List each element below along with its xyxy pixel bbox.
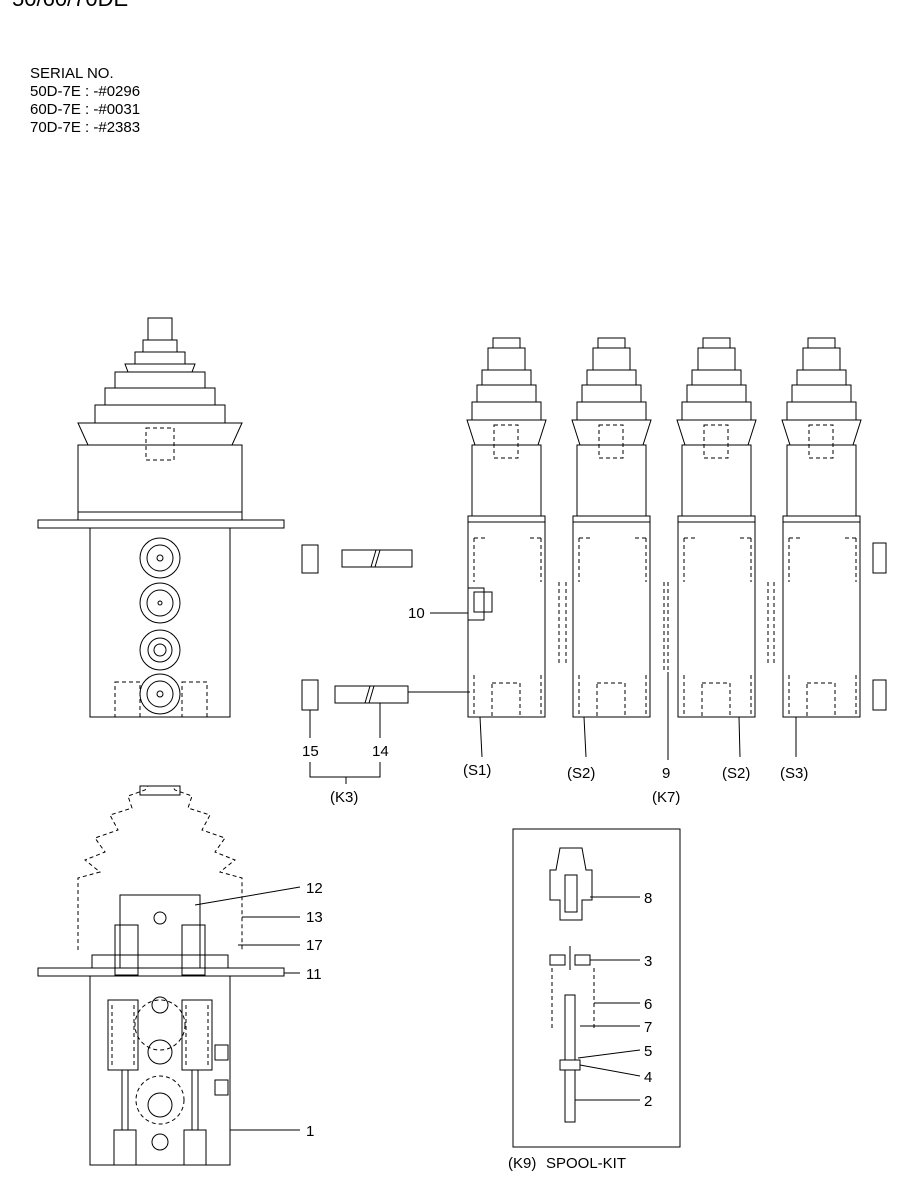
callout-1: 1 xyxy=(306,1123,314,1140)
valve-sections xyxy=(466,337,862,718)
section-s2b-view xyxy=(676,337,757,718)
label-k3: (K3) xyxy=(330,789,358,806)
valve-cross-section xyxy=(37,785,301,1166)
serial-block: SERIAL NO. 50D-7E : -#0296 60D-7E : -#00… xyxy=(30,65,140,137)
serial-title: SERIAL NO. xyxy=(30,65,114,82)
callout-9: 9 xyxy=(662,765,670,782)
callout-4: 4 xyxy=(644,1069,652,1086)
section-s2-view xyxy=(571,337,652,718)
section-s3-view xyxy=(781,337,862,718)
callout-3: 3 xyxy=(644,953,652,970)
kit-k3-parts xyxy=(301,544,470,784)
serial-line-60d: 60D-7E : -#0031 xyxy=(30,101,141,118)
callout-12: 12 xyxy=(306,880,323,897)
valve-front-view xyxy=(37,317,285,718)
callout-6: 6 xyxy=(644,996,652,1013)
callout-13: 13 xyxy=(306,909,323,926)
section-s1-view xyxy=(466,337,547,718)
callout-8: 8 xyxy=(644,890,652,907)
callout-11: 11 xyxy=(306,966,322,983)
label-s1: (S1) xyxy=(463,762,491,779)
model-title: 50/60/70DE xyxy=(12,0,128,12)
callout-10: 10 xyxy=(408,605,425,622)
label-spool-kit: SPOOL-KIT xyxy=(546,1155,626,1172)
section-details xyxy=(430,542,887,760)
label-s3: (S3) xyxy=(780,765,808,782)
label-k9: (K9) xyxy=(508,1155,536,1172)
callout-2: 2 xyxy=(644,1093,652,1110)
serial-line-50d: 50D-7E : -#0296 xyxy=(30,83,141,100)
serial-line-70d: 70D-7E : -#2383 xyxy=(30,119,141,136)
callout-5: 5 xyxy=(644,1043,652,1060)
callout-7: 7 xyxy=(644,1019,652,1036)
label-s2-first: (S2) xyxy=(567,765,595,782)
spool-kit-box xyxy=(512,828,681,1148)
callout-14: 14 xyxy=(372,743,389,760)
label-s2-second: (S2) xyxy=(722,765,750,782)
callout-17: 17 xyxy=(306,937,323,954)
label-k7: (K7) xyxy=(652,789,680,806)
callout-15: 15 xyxy=(302,743,319,760)
